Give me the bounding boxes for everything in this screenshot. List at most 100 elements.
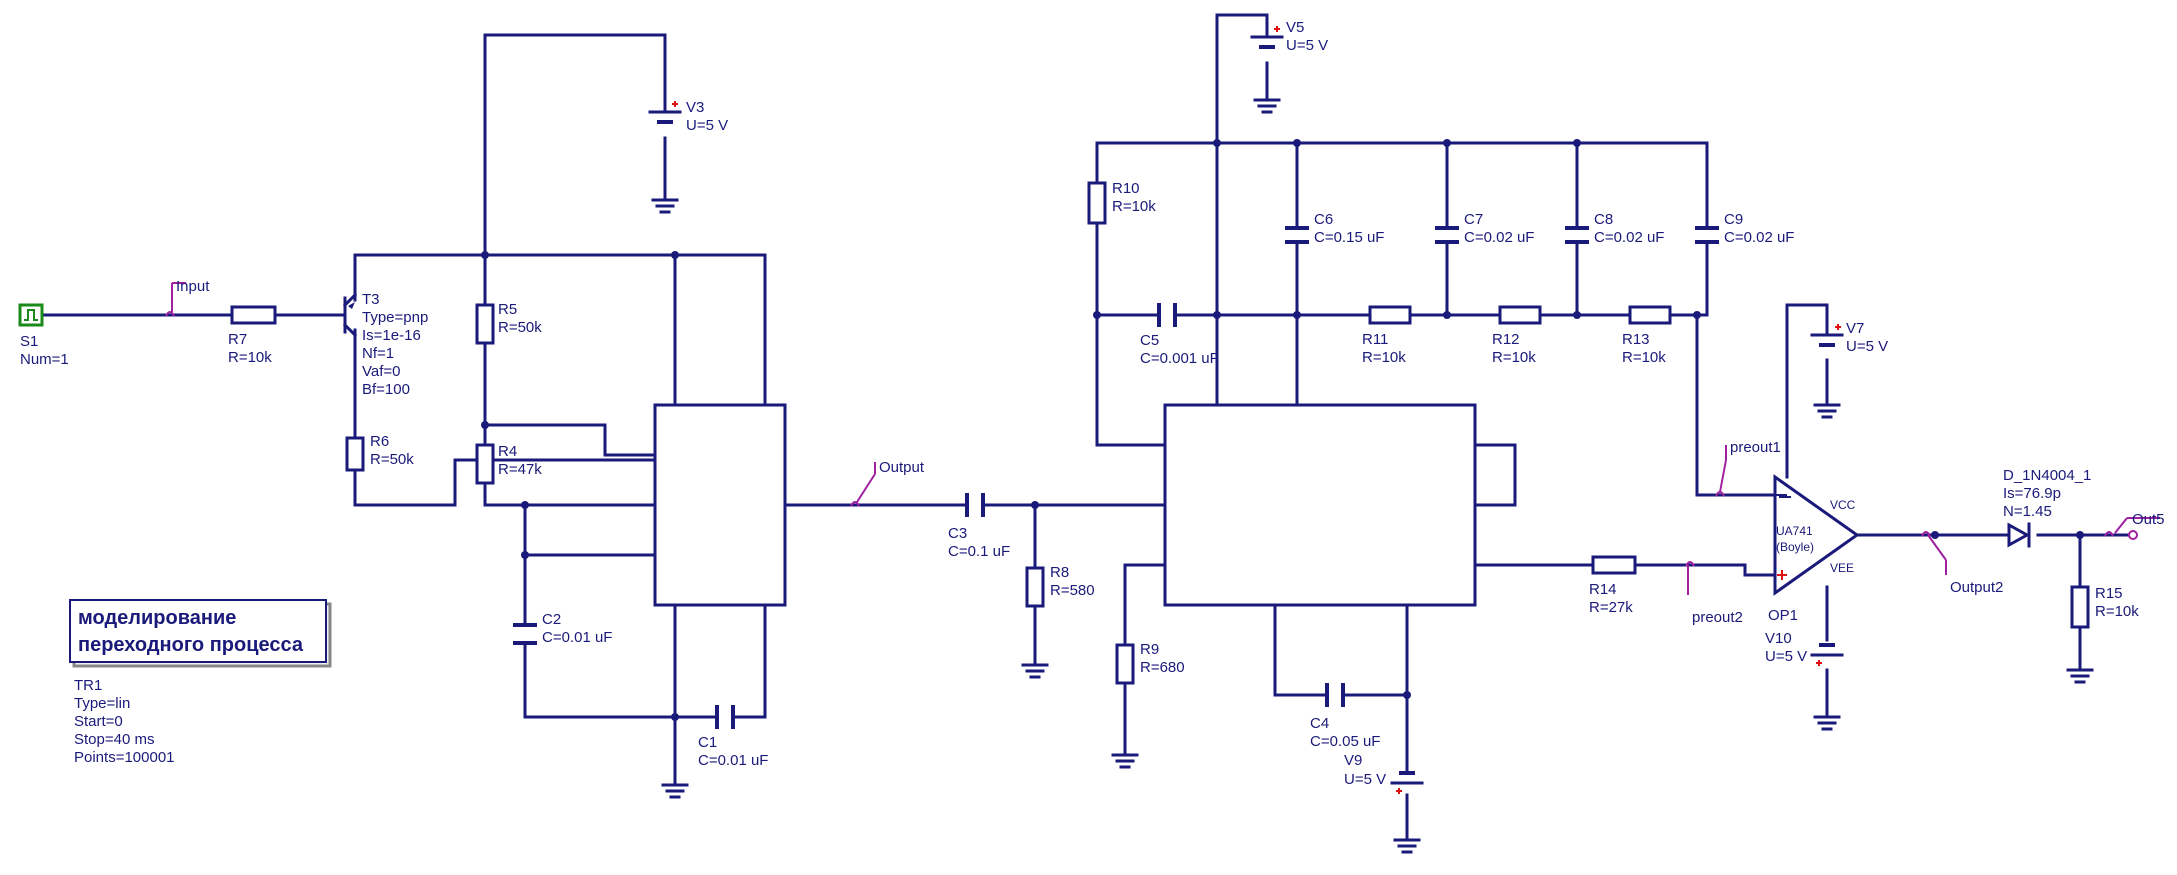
analysis-name: TR1: [74, 677, 102, 694]
capacitor-c8[interactable]: [1565, 226, 1589, 244]
v9-value: U=5 V: [1344, 771, 1386, 788]
t3-type: Type=pnp: [362, 309, 428, 326]
resistor-r8[interactable]: [1025, 566, 1045, 608]
op1-vcc-label: VCC: [1830, 498, 1856, 512]
net-label-input: Input: [176, 278, 210, 295]
r9-value: R=680: [1140, 659, 1185, 676]
resistor-r10[interactable]: [1087, 181, 1107, 225]
capacitor-c9[interactable]: [1695, 226, 1719, 244]
net-labels: Input Output Output2 preout1 preout2 Out…: [176, 278, 2165, 626]
r7-name: R7: [228, 331, 247, 348]
s1-name: S1: [20, 333, 38, 350]
r7-value: R=10k: [228, 349, 272, 366]
capacitor-c6[interactable]: [1285, 226, 1309, 244]
wires-right: [1095, 13, 2129, 842]
c2-name: C2: [542, 611, 561, 628]
r5-name: R5: [498, 301, 517, 318]
c3-name: C3: [948, 525, 967, 542]
capacitor-c1[interactable]: [715, 705, 735, 729]
battery-v3[interactable]: [648, 101, 682, 124]
s1-param: Num=1: [20, 351, 69, 368]
t3-name: T3: [362, 291, 380, 308]
r14-name: R14: [1589, 581, 1617, 598]
resistor-r6[interactable]: [345, 436, 365, 472]
capacitor-c2[interactable]: [513, 623, 537, 645]
resistor-r14[interactable]: [1591, 555, 1637, 575]
c2-value: C=0.01 uF: [542, 629, 612, 646]
c4-value: C=0.05 uF: [1310, 733, 1380, 750]
c3-value: C=0.1 uF: [948, 543, 1010, 560]
pulse-source-s1[interactable]: [18, 303, 44, 327]
t3-vaf: Vaf=0: [362, 363, 401, 380]
c1-name: C1: [698, 734, 717, 751]
title-line-2: переходного процесса: [78, 634, 304, 656]
resistor-r13[interactable]: [1628, 305, 1672, 325]
diode-n: N=1.45: [2003, 503, 2052, 520]
c9-value: C=0.02 uF: [1724, 229, 1794, 246]
diode-is: Is=76.9p: [2003, 485, 2061, 502]
t3-bf: Bf=100: [362, 381, 410, 398]
v7-name: V7: [1846, 320, 1864, 337]
r11-value: R=10k: [1362, 349, 1406, 366]
t3-nf: Nf=1: [362, 345, 394, 362]
resistor-r12[interactable]: [1498, 305, 1542, 325]
v9-name: V9: [1344, 752, 1362, 769]
wires-left: [40, 33, 1167, 787]
net-label-out5: Out5: [2132, 511, 2165, 528]
op1-vee-label: VEE: [1830, 561, 1854, 575]
v5-name: V5: [1286, 19, 1304, 36]
resistor-r7[interactable]: [230, 305, 277, 325]
v3-name: V3: [686, 99, 704, 116]
r4-name: R4: [498, 443, 517, 460]
capacitor-c5[interactable]: [1157, 303, 1177, 327]
net-label-output: Output: [879, 459, 925, 476]
r6-value: R=50k: [370, 451, 414, 468]
r9-name: R9: [1140, 641, 1159, 658]
battery-v10[interactable]: [1810, 643, 1844, 666]
ground-symbols: [651, 98, 2094, 854]
r15-value: R=10k: [2095, 603, 2139, 620]
r12-value: R=10k: [1492, 349, 1536, 366]
c6-name: C6: [1314, 211, 1333, 228]
resistor-r5[interactable]: [475, 303, 495, 345]
capacitor-c4[interactable]: [1325, 683, 1345, 707]
battery-v5[interactable]: [1250, 26, 1284, 49]
t3-is: Is=1e-16: [362, 327, 421, 344]
analysis-stop: Stop=40 ms: [74, 731, 154, 748]
r8-name: R8: [1050, 564, 1069, 581]
c7-value: C=0.02 uF: [1464, 229, 1534, 246]
diode-d1n4004[interactable]: [2007, 522, 2031, 548]
net-label-preout1: preout1: [1730, 439, 1781, 456]
resistor-r9[interactable]: [1115, 643, 1135, 685]
v5-value: U=5 V: [1286, 37, 1328, 54]
ic-block-2[interactable]: [1163, 403, 1477, 607]
capacitor-c7[interactable]: [1435, 226, 1459, 244]
resistor-r11[interactable]: [1368, 305, 1412, 325]
c4-name: C4: [1310, 715, 1329, 732]
transistor-t3[interactable]: [342, 292, 358, 338]
r4-value: R=47k: [498, 461, 542, 478]
v7-value: U=5 V: [1846, 338, 1888, 355]
analysis-type: Type=lin: [74, 695, 130, 712]
resistor-r4[interactable]: [475, 443, 495, 485]
v3-value: U=5 V: [686, 117, 728, 134]
op1-model-variant: (Boyle): [1776, 540, 1814, 554]
battery-v9[interactable]: [1390, 771, 1424, 794]
v10-name: V10: [1765, 630, 1792, 647]
opamp-op1[interactable]: [1773, 474, 1860, 596]
resistor-r15[interactable]: [2070, 585, 2090, 629]
r5-value: R=50k: [498, 319, 542, 336]
analysis-points: Points=100001: [74, 749, 175, 766]
net-label-preout2: preout2: [1692, 609, 1743, 626]
battery-v7[interactable]: [1810, 324, 1844, 347]
c1-value: C=0.01 uF: [698, 752, 768, 769]
op1-model: UA741: [1776, 524, 1813, 538]
r15-name: R15: [2095, 585, 2123, 602]
c8-name: C8: [1594, 211, 1613, 228]
capacitor-c3[interactable]: [965, 493, 985, 517]
diode-name: D_1N4004_1: [2003, 467, 2091, 484]
op1-name: OP1: [1768, 607, 1798, 624]
r13-value: R=10k: [1622, 349, 1666, 366]
ic-block-1[interactable]: [653, 403, 787, 607]
